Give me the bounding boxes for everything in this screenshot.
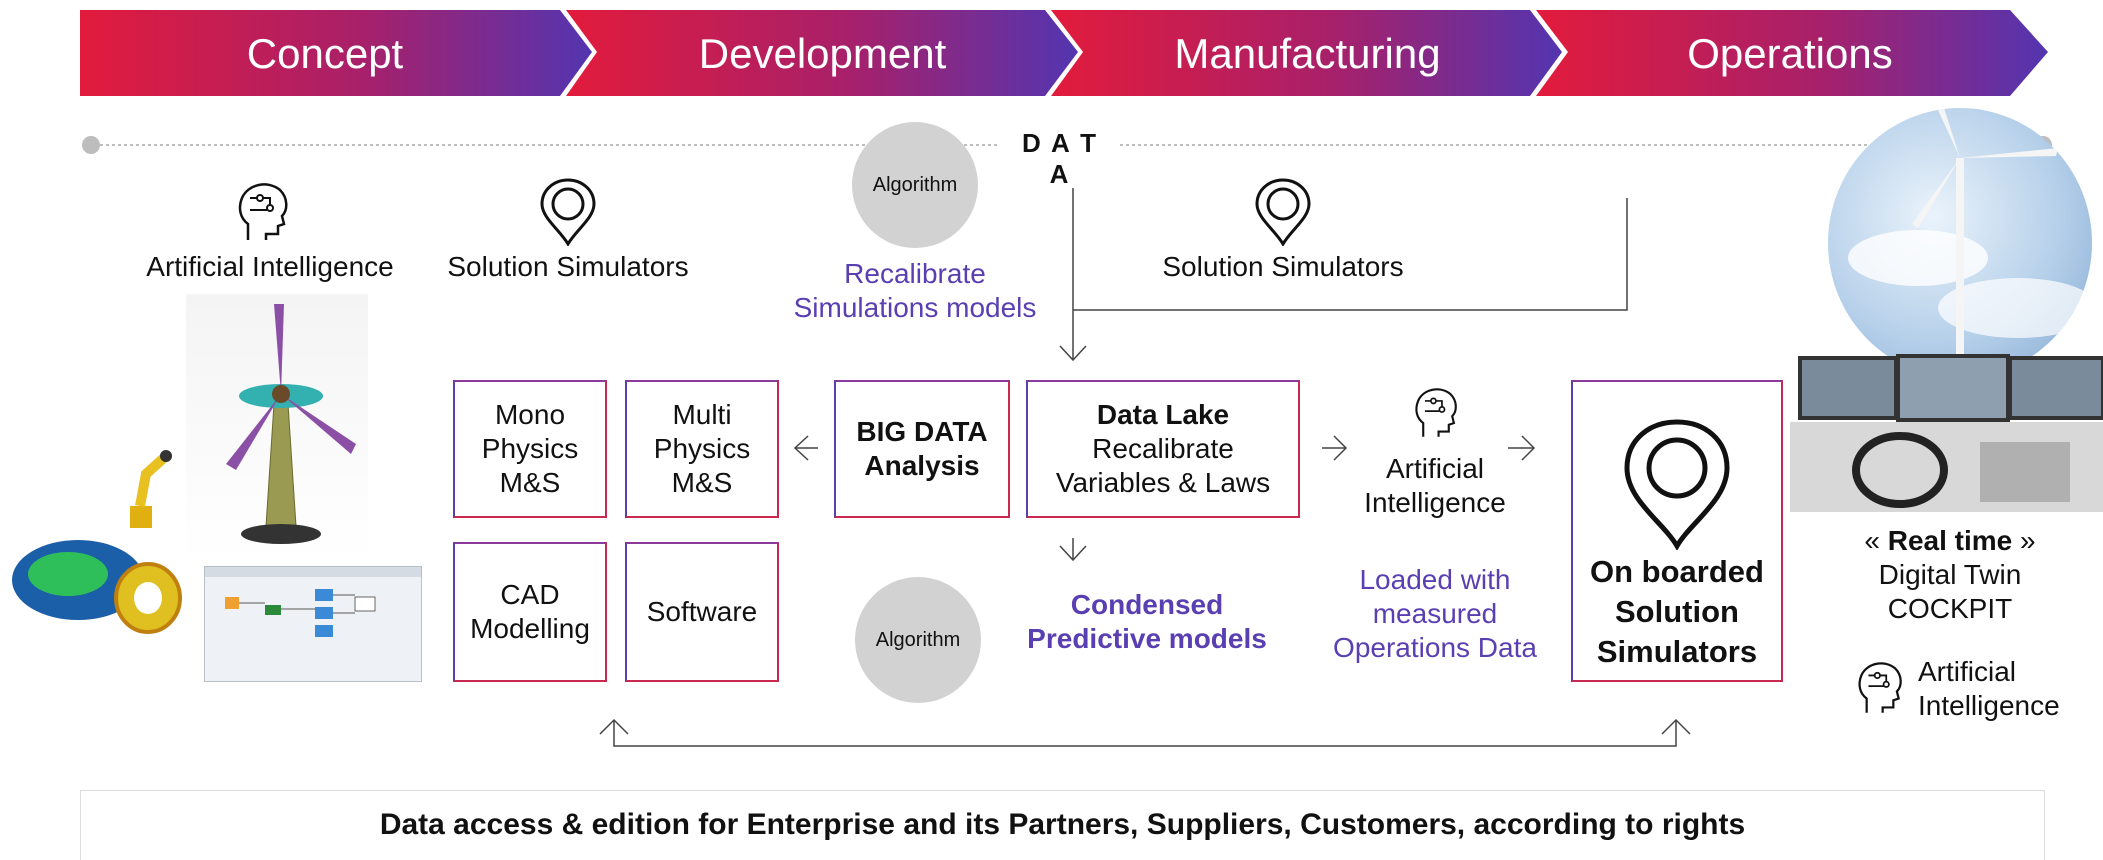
software-label: Software	[646, 596, 758, 627]
ai-right-line-2: Intelligence	[1918, 690, 2060, 721]
digital-twin-cockpit-image	[1790, 352, 2103, 512]
condensed-models-label: Condensed Predictive models	[1010, 588, 1284, 656]
onboard-line-1: On boarded	[1590, 554, 1764, 589]
recalibrate-line-1: Recalibrate	[844, 258, 986, 289]
stage-concept: Concept	[246, 30, 404, 77]
sim-label-mid: Solution Simulators	[1162, 251, 1404, 282]
recalibrate-line-2: Simulations models	[793, 292, 1037, 323]
cad-line-2: Modelling	[470, 613, 590, 644]
cockpit-line: COCKPIT	[1887, 593, 2013, 624]
multi-line-2: Physics	[653, 433, 751, 464]
bigdata-line-1: BIG DATA	[856, 416, 988, 447]
ai-label-left: Artificial Intelligence	[146, 251, 394, 282]
stage-development: Development	[698, 30, 947, 77]
mono-line-2: Physics	[481, 433, 579, 464]
algorithm-label-bottom: Algorithm	[875, 628, 961, 651]
stage-concept-shape	[80, 10, 592, 96]
bigdata-line-2: Analysis	[864, 450, 980, 481]
recalibrate-label: Recalibrate Simulations models	[780, 257, 1050, 325]
data-line-label: D A T A	[1022, 128, 1098, 189]
algorithm-circle-top: Algorithm	[852, 122, 978, 248]
simulation-heatmap-image	[8, 520, 184, 640]
stage-operations: Operations	[1687, 30, 1893, 77]
multi-line-1: Multi	[672, 399, 732, 430]
condensed-line-1: Condensed	[1070, 589, 1224, 620]
loaded-ops-label: Loaded with measured Operations Data	[1320, 563, 1550, 665]
robot-arm-image	[116, 444, 176, 530]
ai-label-mid: Artificial Intelligence	[1340, 452, 1530, 520]
loaded-line-3: Operations Data	[1333, 632, 1537, 663]
software-box: Software	[625, 542, 779, 682]
brain-icon	[1858, 662, 1902, 713]
datalake-line-2: Variables & Laws	[1055, 467, 1271, 498]
stage-operations-shape	[1536, 10, 2048, 96]
loaded-line-1: Loaded with	[1359, 564, 1511, 595]
stage-manufacturing-shape	[1051, 10, 1562, 96]
loaded-line-2: measured	[1372, 598, 1498, 629]
location-pin-icon	[1624, 419, 1730, 550]
brain-icon	[1415, 388, 1457, 437]
cad-line-1: CAD	[500, 579, 560, 610]
multi-line-3: M&S	[671, 467, 733, 498]
footer-box	[80, 790, 2045, 860]
realtime-open: «	[1864, 525, 1888, 556]
ai-right-line-1: Artificial	[1918, 656, 2017, 687]
sim-label-left: Solution Simulators	[447, 251, 689, 282]
ai-label-right: Artificial Intelligence	[1918, 655, 2098, 723]
location-pin-icon	[540, 178, 596, 246]
location-pin-icon	[1255, 178, 1311, 246]
wind-turbine-photo	[1828, 108, 2092, 378]
datalake-line-1: Recalibrate	[1092, 433, 1234, 464]
algorithm-label-top: Algorithm	[872, 173, 958, 196]
mono-line-3: M&S	[499, 467, 561, 498]
stage-manufacturing: Manufacturing	[1174, 30, 1441, 77]
onboard-line-2: Solution	[1615, 594, 1739, 629]
ai-mid-line-2: Intelligence	[1364, 487, 1506, 518]
footer-text: Data access & edition for Enterprise and…	[379, 808, 1746, 841]
algorithm-circle-bottom: Algorithm	[855, 577, 981, 703]
onboard-line-3: Simulators	[1596, 634, 1758, 669]
stage-banner	[80, 10, 2048, 96]
stage-development-shape	[566, 10, 1078, 96]
realtime-bold: Real time	[1887, 525, 2013, 556]
wind-turbine-cad-image	[186, 294, 368, 562]
ai-mid-line-1: Artificial	[1385, 453, 1484, 484]
condensed-line-2: Predictive models	[1027, 623, 1267, 654]
mono-line-1: Mono	[494, 399, 566, 430]
digital-twin-line: Digital Twin	[1878, 559, 2022, 590]
realtime-close: »	[2012, 525, 2036, 556]
datalake-title: Data Lake	[1096, 399, 1230, 430]
brain-icon	[238, 183, 288, 240]
software-screenshot-image	[204, 566, 422, 682]
realtime-cockpit-label: « Real time » Digital Twin COCKPIT	[1840, 524, 2060, 626]
